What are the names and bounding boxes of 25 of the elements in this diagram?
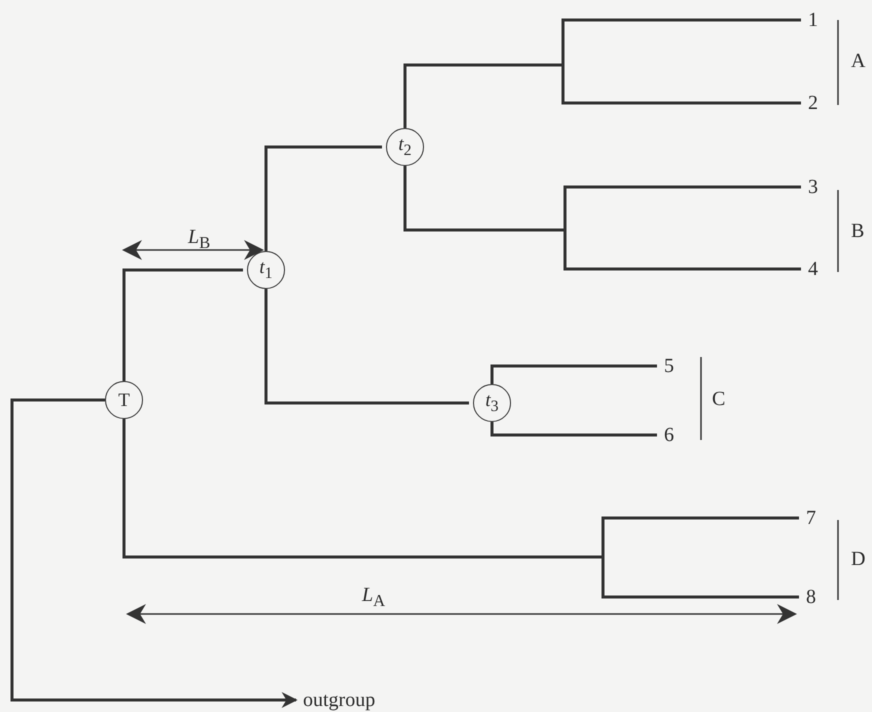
outgroup-label: outgroup: [303, 688, 385, 712]
taxon-number: 3: [808, 175, 822, 199]
node-circle: t$_{3}$: [473, 384, 511, 422]
branch-length-label: L$_{A}$: [362, 585, 386, 610]
arrow: [10, 398, 298, 708]
node-circle: t$_{2}$: [386, 128, 424, 166]
tree-branch: [264, 289, 469, 404]
node-circle: T: [105, 381, 143, 419]
clade-label: B: [851, 221, 864, 241]
taxon-number: 7: [806, 506, 820, 530]
node-circle: t$_{1}$: [247, 251, 285, 289]
tree-branch: [490, 364, 657, 384]
taxon-number: 8: [806, 585, 820, 609]
tree-branch: [490, 422, 657, 436]
taxon-number: 1: [808, 8, 822, 32]
taxon-number: 4: [808, 257, 822, 281]
clade-label: A: [851, 51, 866, 71]
branch-length-label: L$_{B}$: [188, 227, 210, 252]
taxon-number: 6: [664, 423, 678, 447]
tree-branch: [264, 146, 382, 251]
clade-label: D: [851, 549, 866, 569]
taxon-number: 5: [664, 354, 678, 378]
tree-branch: [122, 268, 243, 381]
clade-label: C: [712, 389, 726, 409]
taxon-number: 2: [808, 91, 822, 115]
